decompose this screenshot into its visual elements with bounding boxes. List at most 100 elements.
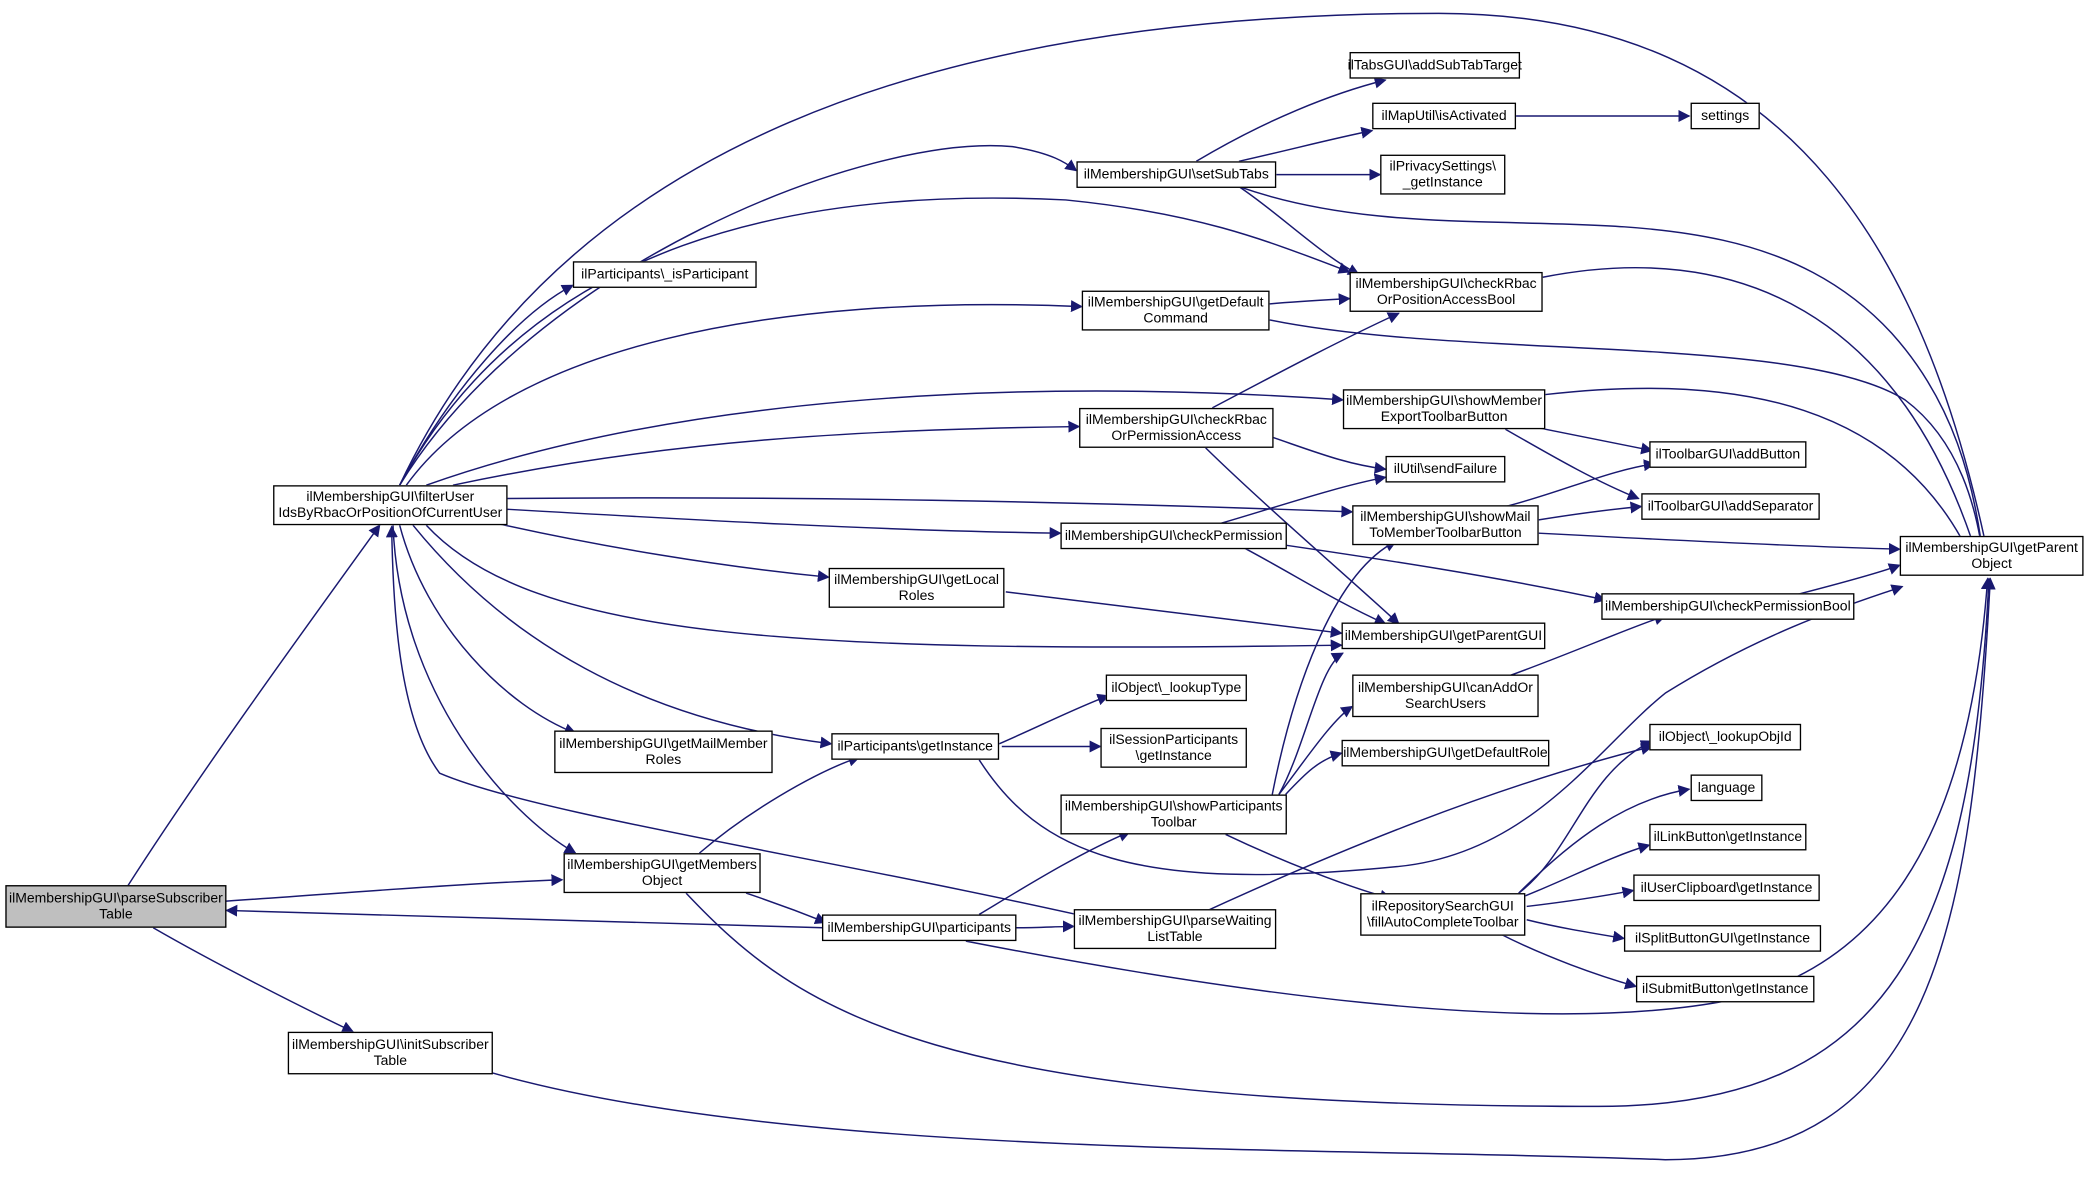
node-label: Roles bbox=[645, 751, 682, 768]
node-label: ilUtil\sendFailure bbox=[1393, 461, 1498, 478]
edge-fac-linkButton bbox=[1525, 842, 1651, 897]
node-label: language bbox=[1697, 779, 1756, 796]
node-label: ListTable bbox=[1147, 929, 1203, 946]
node-sessionParticipants[interactable]: ilSessionParticipants\getInstance bbox=[1100, 727, 1247, 768]
node-label: ilObject\_lookupObjId bbox=[1658, 729, 1792, 746]
node-label: ilRepositorySearchGUI bbox=[1371, 898, 1514, 915]
node-label: ilUserClipboard\getInstance bbox=[1640, 879, 1813, 896]
node-setSubTabs[interactable]: ilMembershipGUI\setSubTabs bbox=[1076, 161, 1277, 188]
node-label: ilMembershipGUI\showParticipants bbox=[1064, 798, 1283, 815]
node-language[interactable]: language bbox=[1690, 774, 1763, 802]
node-label: Toolbar bbox=[1150, 814, 1197, 831]
edge-cp-getParentGUI bbox=[1238, 544, 1387, 625]
node-linkButton[interactable]: ilLinkButton\getInstance bbox=[1649, 823, 1807, 851]
node-isParticipant[interactable]: ilParticipants\_isParticipant bbox=[572, 261, 757, 288]
node-label: ilMembershipGUI\getDefault bbox=[1087, 294, 1264, 311]
node-label: ilMembershipGUI\setSubTabs bbox=[1083, 166, 1269, 183]
node-getParentGUI[interactable]: ilMembershipGUI\getParentGUI bbox=[1341, 622, 1546, 650]
node-getDefaultRole[interactable]: ilMembershipGUI\getDefaultRole bbox=[1341, 739, 1550, 767]
node-checkPermissionBool[interactable]: ilMembershipGUI\checkPermissionBool bbox=[1601, 593, 1855, 620]
edge-filterUser-getDefaultCommand bbox=[405, 300, 1083, 486]
edge-filterUser-getParentGUI bbox=[425, 524, 1343, 652]
node-addSeparator[interactable]: ilToolbarGUI\addSeparator bbox=[1641, 493, 1820, 520]
node-userClipboard[interactable]: ilUserClipboard\getInstance bbox=[1633, 874, 1820, 902]
node-label: Table bbox=[99, 906, 133, 923]
edge-sst-isActivated bbox=[1238, 126, 1374, 163]
edge-parseSubscriber-filterUser bbox=[125, 524, 381, 889]
node-lookupType[interactable]: ilObject\_lookupType bbox=[1105, 674, 1247, 702]
node-label: \getInstance bbox=[1135, 747, 1212, 764]
edge-sst-checkRbacPosBool bbox=[1238, 186, 1360, 276]
node-participantsGetInstance[interactable]: ilParticipants\getInstance bbox=[831, 733, 1000, 760]
node-participants[interactable]: ilMembershipGUI\participants bbox=[821, 914, 1017, 942]
node-label: ilMembershipGUI\showMember bbox=[1346, 393, 1543, 410]
edge-sst-getParentObject bbox=[1238, 185, 1990, 575]
edge-fac-userClipboard bbox=[1526, 886, 1635, 908]
node-fillAutoCompleteToolbar[interactable]: ilRepositorySearchGUI\fillAutoCompleteTo… bbox=[1360, 893, 1526, 936]
edge-spt-getDefaultRole bbox=[1285, 750, 1343, 795]
node-sendFailure[interactable]: ilUtil\sendFailure bbox=[1385, 455, 1506, 483]
edge-smt-addSeparator bbox=[1538, 501, 1643, 521]
edge-participants-parseWaiting bbox=[1015, 920, 1075, 933]
node-checkPermission[interactable]: ilMembershipGUI\checkPermission bbox=[1060, 522, 1287, 550]
node-label: ilMembershipGUI\parseWaiting bbox=[1078, 913, 1272, 930]
node-privacySettings[interactable]: ilPrivacySettings\_getInstance bbox=[1380, 154, 1506, 195]
node-label: ilPrivacySettings\ bbox=[1389, 158, 1497, 175]
node-label: ilMembershipGUI\showMail bbox=[1360, 509, 1531, 526]
node-label: _getInstance bbox=[1402, 174, 1483, 191]
node-label: ilToolbarGUI\addSeparator bbox=[1647, 498, 1814, 515]
node-splitButton[interactable]: ilSplitButtonGUI\getInstance bbox=[1623, 925, 1822, 952]
edge-filterUser-getLocalRoles bbox=[492, 521, 830, 583]
edge-pgi-getParentObject bbox=[978, 584, 1904, 876]
edge-initSubscriber-getParentObject bbox=[492, 577, 1996, 1161]
edge-parseWaiting-lookupObjId bbox=[1198, 743, 1654, 916]
edge-smt-addButton bbox=[1505, 459, 1656, 508]
edge-filterUser-getMailMemberRoles bbox=[398, 525, 577, 735]
edge-smt-getParentObject bbox=[1538, 532, 1901, 555]
node-label: OrPositionAccessBool bbox=[1376, 291, 1516, 308]
edge-filterUser-checkPermission bbox=[506, 508, 1062, 540]
node-settings[interactable]: settings bbox=[1690, 102, 1760, 130]
node-label: Command bbox=[1143, 310, 1208, 327]
node-label: ilMembershipGUI\initSubscriber bbox=[291, 1037, 489, 1054]
edge-cp-checkPermBool bbox=[1285, 544, 1607, 604]
edge-sme-getParentObject bbox=[1545, 387, 1979, 572]
node-lookupObjId[interactable]: ilObject\_lookupObjId bbox=[1649, 723, 1802, 751]
edge-participants-getParentObject bbox=[965, 577, 1993, 1015]
node-label: ilMembershipGUI\checkRbac bbox=[1355, 275, 1537, 292]
node-label: ExportToolbarButton bbox=[1380, 409, 1508, 426]
node-addButton[interactable]: ilToolbarGUI\addButton bbox=[1649, 441, 1807, 468]
node-submitButton[interactable]: ilSubmitButton\getInstance bbox=[1635, 975, 1815, 1003]
edge-sme-addSeparator bbox=[1505, 428, 1640, 501]
node-label: ilParticipants\getInstance bbox=[837, 738, 993, 755]
node-label: ilToolbarGUI\addButton bbox=[1655, 446, 1801, 463]
node-label: ilTabsGUI\addSubTabTarget bbox=[1347, 57, 1522, 74]
node-label: IdsByRbacOrPositionOfCurrentUser bbox=[278, 505, 503, 522]
edge-filterUser-participantsGetInstance bbox=[412, 524, 833, 749]
edge-spt-getParentGUI bbox=[1278, 652, 1344, 795]
node-label: ilMembershipGUI\getLocal bbox=[834, 571, 999, 588]
node-addSubTabTarget[interactable]: ilTabsGUI\addSubTabTarget bbox=[1347, 51, 1522, 79]
node-label: ilParticipants\_isParticipant bbox=[581, 266, 749, 283]
node-isActivated[interactable]: ilMapUtil\isActivated bbox=[1372, 102, 1517, 130]
edge-parseSubscriber-initSubscriber bbox=[152, 927, 355, 1033]
node-label: ilMembershipGUI\getDefaultRole bbox=[1343, 745, 1548, 762]
node-label: Table bbox=[373, 1053, 408, 1070]
edge-filterUser-checkRbacPermAccess bbox=[452, 420, 1081, 486]
edge-filterUser-showMailToMember bbox=[506, 497, 1354, 518]
